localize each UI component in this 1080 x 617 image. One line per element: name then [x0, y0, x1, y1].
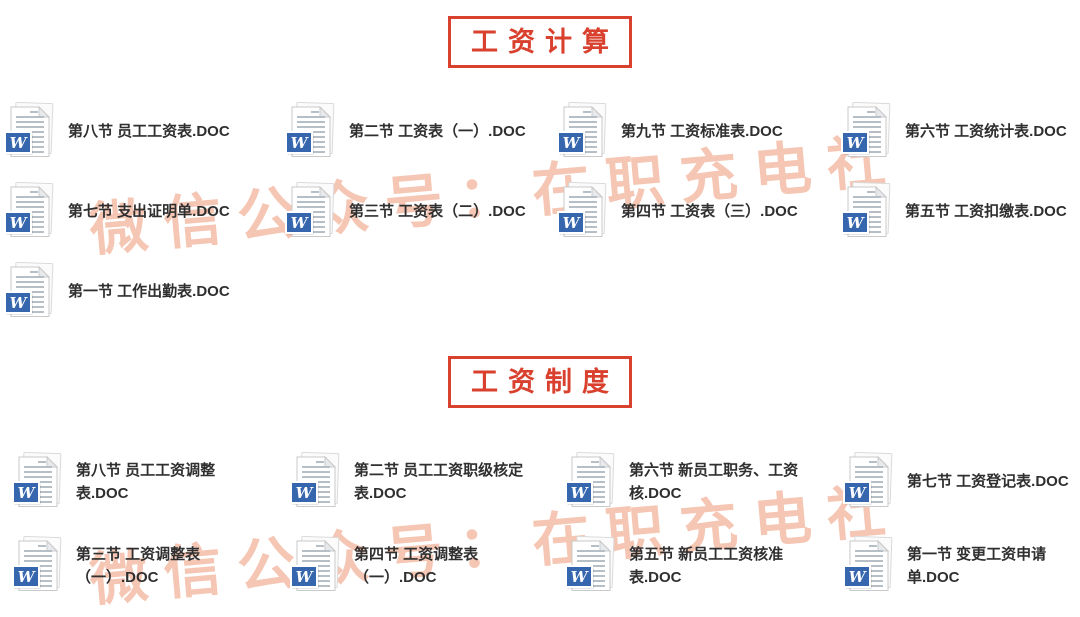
word-badge-letter: W [849, 484, 868, 502]
file-item[interactable]: W 第八节 员工工资调整表.DOC [12, 440, 290, 524]
word-badge-letter: W [847, 214, 866, 232]
file-name: 第四节 工资表（三）.DOC [621, 203, 798, 221]
word-doc-icon: W [285, 182, 335, 237]
file-item[interactable]: W 第七节 工资登记表.DOC [843, 440, 1076, 524]
file-name: 第三节 工资调整表（一）.DOC [76, 545, 201, 586]
word-doc-icon: W [290, 452, 340, 507]
file-item[interactable]: W 第六节 工资统计表.DOC [841, 92, 1076, 172]
word-badge-letter: W [571, 568, 590, 586]
file-item[interactable]: W 第八节 员工工资表.DOC [4, 92, 285, 172]
file-item[interactable]: W 第五节 新员工工资核准表.DOC [565, 524, 843, 608]
file-name: 第七节 支出证明单.DOC [68, 203, 230, 221]
file-name: 第九节 工资标准表.DOC [621, 123, 783, 141]
file-name: 第五节 新员工工资核准表.DOC [629, 545, 784, 586]
word-doc-icon: W [557, 102, 607, 157]
file-item[interactable]: W 第九节 工资标准表.DOC [557, 92, 841, 172]
word-badge-letter: W [291, 214, 310, 232]
word-doc-icon: W [843, 452, 893, 507]
file-item[interactable]: W 第一节 工作出勤表.DOC [4, 252, 285, 332]
file-name: 第八节 员工工资表.DOC [68, 123, 230, 141]
word-badge-letter: W [571, 484, 590, 502]
file-grid-salary-calculation: W 第八节 员工工资表.DOC W 第二节 工资表（一）.DOC [4, 92, 1076, 332]
word-badge-letter: W [18, 568, 37, 586]
word-doc-icon: W [12, 452, 62, 507]
section-title-salary-calculation: 工资计算 [448, 16, 632, 69]
file-name: 第五节 工资扣缴表.DOC [905, 203, 1067, 221]
word-badge-letter: W [563, 214, 582, 232]
file-item[interactable]: W 第二节 工资表（一）.DOC [285, 92, 557, 172]
word-doc-icon: W [4, 102, 54, 157]
file-name: 第四节 工资调整表（一）.DOC [354, 545, 479, 586]
file-item[interactable]: W 第五节 工资扣缴表.DOC [841, 172, 1076, 252]
word-badge-letter: W [849, 568, 868, 586]
file-name: 第六节 工资统计表.DOC [905, 123, 1067, 141]
file-item[interactable]: W 第一节 变更工资申请单.DOC [843, 524, 1076, 608]
word-doc-icon: W [12, 536, 62, 591]
word-badge-letter: W [847, 134, 866, 152]
file-item[interactable]: W 第六节 新员工职务、工资核.DOC [565, 440, 843, 524]
word-doc-icon: W [565, 536, 615, 591]
word-badge-letter: W [10, 294, 29, 312]
file-item[interactable]: W 第四节 工资调整表（一）.DOC [290, 524, 565, 608]
word-doc-icon: W [285, 102, 335, 157]
file-name: 第三节 工资表（二）.DOC [349, 203, 526, 221]
word-doc-icon: W [843, 536, 893, 591]
word-doc-icon: W [4, 262, 54, 317]
file-item[interactable]: W 第三节 工资调整表（一）.DOC [12, 524, 290, 608]
word-badge-letter: W [296, 484, 315, 502]
file-name: 第八节 员工工资调整表.DOC [76, 461, 216, 502]
word-doc-icon: W [557, 182, 607, 237]
file-item[interactable]: W 第二节 员工工资职级核定表.DOC [290, 440, 565, 524]
word-doc-icon: W [4, 182, 54, 237]
word-doc-icon: W [841, 182, 891, 237]
word-badge-letter: W [10, 214, 29, 232]
file-name: 第二节 员工工资职级核定表.DOC [354, 461, 524, 502]
word-doc-icon: W [841, 102, 891, 157]
file-name: 第二节 工资表（一）.DOC [349, 123, 526, 141]
word-badge-letter: W [10, 134, 29, 152]
file-name: 第六节 新员工职务、工资核.DOC [629, 461, 799, 502]
section-title-salary-system: 工资制度 [448, 356, 632, 409]
file-grid-salary-system: W 第八节 员工工资调整表.DOC W 第二节 员工工资职级核定表.DOC [12, 440, 1076, 608]
file-item[interactable]: W 第四节 工资表（三）.DOC [557, 172, 841, 252]
file-item[interactable]: W 第七节 支出证明单.DOC [4, 172, 285, 252]
word-badge-letter: W [563, 134, 582, 152]
word-badge-letter: W [291, 134, 310, 152]
file-name: 第一节 工作出勤表.DOC [68, 283, 230, 301]
file-name: 第一节 变更工资申请单.DOC [907, 545, 1047, 586]
file-name: 第七节 工资登记表.DOC [907, 473, 1069, 491]
file-item[interactable]: W 第三节 工资表（二）.DOC [285, 172, 557, 252]
word-doc-icon: W [565, 452, 615, 507]
word-badge-letter: W [18, 484, 37, 502]
word-badge-letter: W [296, 568, 315, 586]
word-doc-icon: W [290, 536, 340, 591]
